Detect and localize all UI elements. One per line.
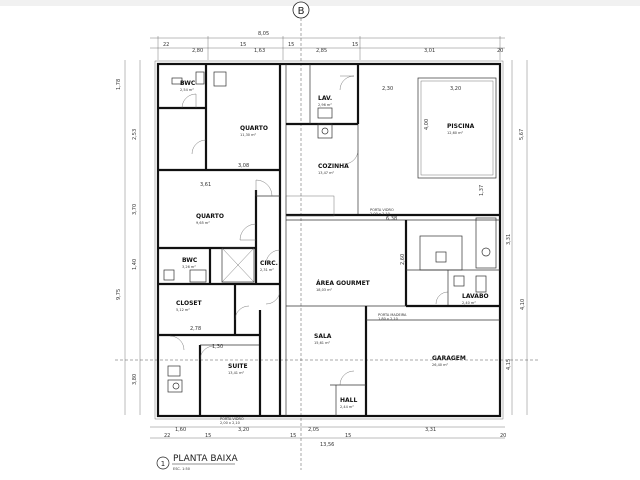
room-area-sala: 15,61 m² (314, 341, 331, 345)
inner-dim-6: 1,30 (212, 344, 223, 350)
dim-bottom-1: 1,60 (175, 427, 186, 433)
title-text: PLANTA BAIXA (173, 454, 239, 464)
top-bar (0, 0, 640, 6)
title-number: 1 (161, 460, 165, 468)
dim-top-2: 15 (240, 42, 246, 48)
inner-dimensions: 2,30 3,20 3,61 3,08 2,78 1,30 6,38 1,37 … (190, 86, 485, 350)
room-area-suite: 13,41 m² (228, 371, 245, 375)
room-name-quarto2: QUARTO (196, 213, 224, 220)
room-area-bwc2: 3,26 m² (182, 265, 196, 269)
room-name-garagem: GARAGEM (432, 355, 466, 362)
dim-bottom-0: 22 (164, 433, 170, 439)
outer-wall (156, 62, 502, 418)
dim-top-total: 8,05 (258, 31, 269, 37)
dim-left-1: 2,53 (132, 129, 138, 140)
room-area-circ: 2,31 m² (260, 268, 274, 272)
door-notes: PORTA VIDRO 2,00 x 2,10 PORTA VIDRO 2,00… (220, 208, 407, 425)
room-area-quarto2: 9,65 m² (196, 221, 210, 225)
dimensions-left: 1,78 2,53 3,70 1,40 9,75 3,80 (116, 60, 141, 415)
dim-bottom-4: 15 (290, 433, 296, 439)
section-letter: B (298, 6, 305, 17)
inner-dim-4: 3,08 (238, 163, 249, 169)
room-name-piscina: PISCINA (447, 123, 475, 130)
note-porta-vidro-1-size: 2,00 x 2,10 (370, 212, 390, 216)
room-area-bwc1: 2,54 m² (180, 88, 194, 92)
dim-right-0: 5,67 (519, 129, 525, 140)
room-name-bwc1: BWC (180, 80, 196, 87)
dim-bottom-6: 15 (345, 433, 351, 439)
inner-dim-2: 3,20 (450, 86, 461, 92)
note-porta-madeira: PORTA MADEIRA (378, 313, 407, 317)
dimensions-right: 5,67 3,31 4,10 4,15 (506, 60, 528, 415)
dim-bottom-8: 20 (500, 433, 506, 439)
door-swings (169, 75, 449, 386)
room-name-suite: SUITE (228, 363, 248, 370)
dim-top-7: 3,01 (424, 48, 435, 54)
room-name-cozinha: COZINHA (318, 163, 349, 170)
room-name-bwc2: BWC (182, 257, 198, 264)
room-area-area-gourmet: 18,03 m² (316, 288, 333, 292)
dim-top-5: 2,85 (316, 48, 327, 54)
note-porta-vidro-2-size: 2,00 x 2,10 (220, 421, 240, 425)
room-area-lavabo: 2,40 m² (462, 301, 476, 305)
inner-dim-9: 4,00 (424, 119, 430, 130)
inner-dim-7: 6,38 (386, 216, 397, 222)
dim-bottom-3: 3,20 (238, 427, 249, 433)
note-porta-madeira-size: 1,80 x 2,10 (378, 317, 398, 321)
dim-bottom-2: 15 (205, 433, 211, 439)
dim-bottom-5: 2,05 (308, 427, 319, 433)
dim-bottom-total: 13,56 (320, 442, 334, 448)
dim-top-6: 15 (352, 42, 358, 48)
dim-top-4: 15 (288, 42, 294, 48)
dim-right-2: 4,10 (520, 299, 526, 310)
dimensions-top: 8,05 22 2,80 15 1,63 15 2,85 15 3,01 20 (150, 31, 505, 60)
room-area-quarto1: 11,30 m² (240, 133, 257, 137)
inner-dim-10: 2,60 (400, 254, 406, 265)
room-area-piscina: 12,60 m² (447, 131, 464, 135)
room-name-sala: SALA (314, 333, 332, 340)
note-porta-vidro-2: PORTA VIDRO (220, 417, 244, 421)
dim-left-0: 1,78 (116, 79, 122, 90)
inner-dim-8: 1,37 (479, 185, 485, 196)
dim-left-2: 3,70 (132, 204, 138, 215)
room-name-area-gourmet: ÁREA GOURMET (316, 280, 371, 287)
inner-dim-3: 3,61 (200, 182, 211, 188)
room-area-cozinha: 13,47 m² (318, 171, 335, 175)
inner-dim-5: 2,78 (190, 326, 201, 332)
room-name-quarto1: QUARTO (240, 125, 268, 132)
dim-bottom-7: 3,31 (425, 427, 436, 433)
section-marker: B (292, 1, 310, 470)
room-area-lav: 2,96 m² (318, 103, 332, 107)
inner-dim-1: 2,30 (382, 86, 393, 92)
room-labels: BWC 2,54 m² QUARTO 11,30 m² LAV. 2,96 m²… (176, 80, 489, 409)
dim-left-3: 1,40 (132, 259, 138, 270)
dim-left-5: 3,80 (132, 374, 138, 385)
room-name-circ: CIRC. (260, 260, 278, 267)
title-scale: ESC. 1:50 (173, 467, 190, 471)
room-name-closet: CLOSET (176, 300, 203, 307)
room-area-hall: 2,44 m² (340, 405, 354, 409)
dim-left-total: 9,75 (116, 289, 122, 300)
fixtures (163, 71, 491, 393)
dim-top-0: 22 (163, 42, 169, 48)
room-area-garagem: 26,40 m² (432, 363, 449, 367)
room-area-closet: 5,12 m² (176, 308, 190, 312)
drawing-title: 1 PLANTA BAIXA ESC. 1:50 (156, 454, 239, 471)
dim-top-3: 1,63 (254, 48, 265, 54)
room-name-hall: HALL (340, 397, 357, 404)
room-name-lavabo: LAVABO (462, 293, 489, 300)
dimensions-bottom: 22 1,60 15 3,20 15 2,05 15 3,31 20 13,56 (150, 426, 506, 448)
dim-right-1: 3,31 (506, 234, 512, 245)
dim-right-3: 4,15 (506, 359, 512, 370)
dim-top-1: 2,80 (192, 48, 203, 54)
note-porta-vidro-1: PORTA VIDRO (370, 208, 394, 212)
internal-walls (158, 64, 500, 416)
room-name-lav: LAV. (318, 95, 332, 102)
